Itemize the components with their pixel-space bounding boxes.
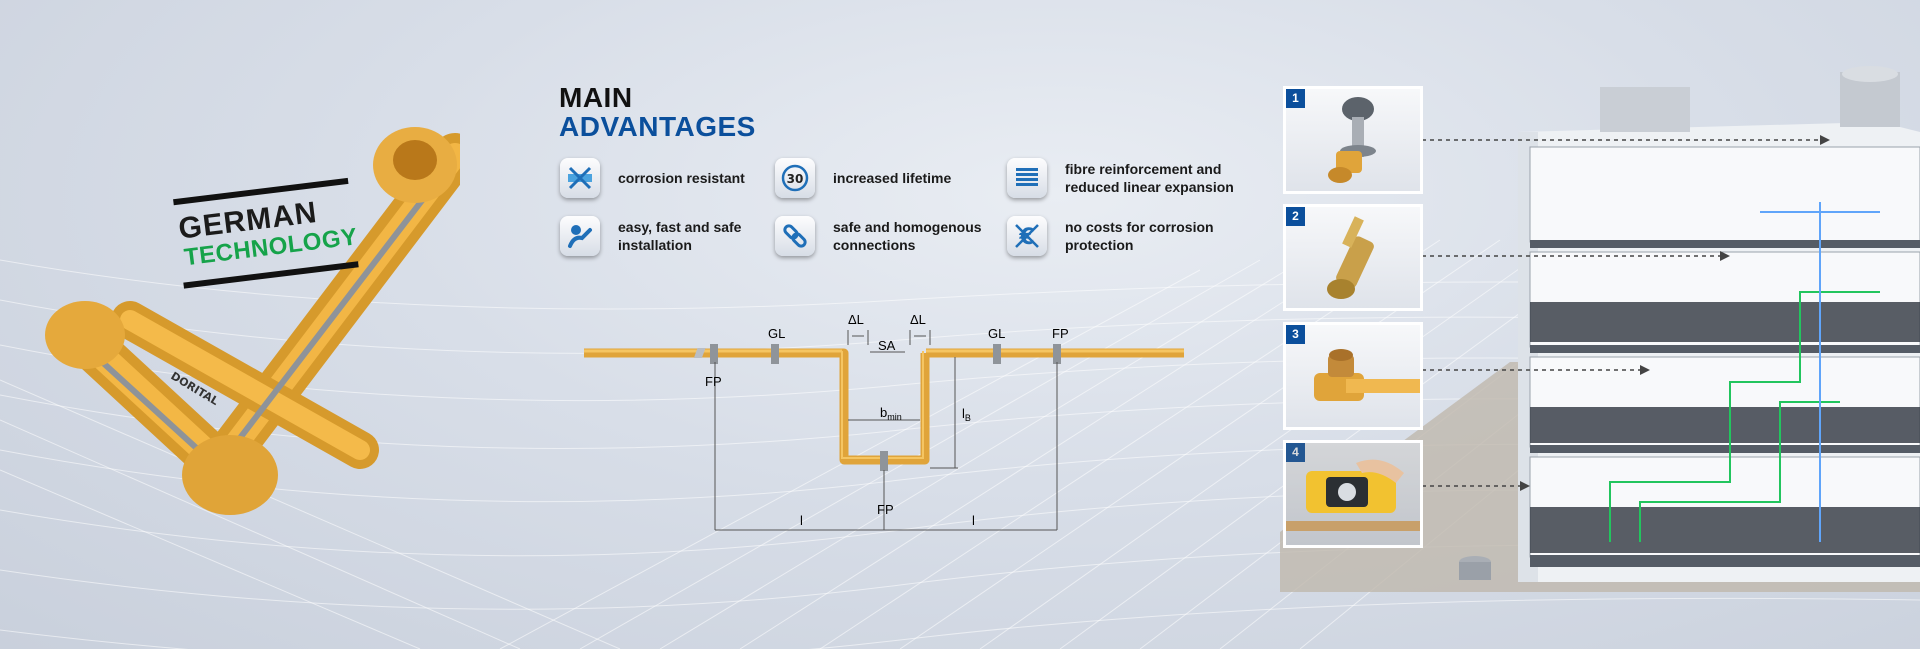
advantage-no-costs: € no costs for corrosion protection — [1007, 216, 1255, 256]
delta-l-left-label: ΔL — [848, 312, 864, 327]
advantage-installation: easy, fast and safe installation — [560, 216, 808, 256]
panel-number: 1 — [1286, 89, 1305, 108]
product-panel-3: 3 — [1283, 322, 1423, 430]
brass-fitting-icon — [1327, 216, 1374, 299]
welding-tool-icon — [1286, 443, 1420, 545]
panel-number: 4 — [1286, 443, 1305, 462]
gl-right-label: GL — [988, 326, 1005, 341]
advantage-label: corrosion resistant — [618, 170, 745, 186]
lifetime-30-icon: 30 — [775, 158, 815, 198]
fp-bottom-label: FP — [877, 502, 894, 517]
fp-left-label: FP — [705, 374, 722, 389]
advantage-label: easy, fast and safe installation — [618, 219, 742, 253]
product-panel-1: 1 — [1283, 86, 1423, 194]
leader-lines — [1422, 135, 1830, 491]
advantage-corrosion: corrosion resistant — [560, 158, 808, 198]
advantage-label: no costs for corrosion protection — [1065, 219, 1214, 253]
advantage-fibre: fibre reinforcement and reduced linear e… — [1007, 158, 1255, 198]
headline-line-2: ADVANTAGES — [559, 111, 756, 142]
advantage-label: increased lifetime — [833, 170, 952, 186]
mixer-tap-icon — [1328, 97, 1376, 183]
expansion-loop-diagram: FP GL ΔL ΔL SA GL FP bmin lB FP l l — [584, 312, 1184, 531]
sa-label: SA — [878, 338, 896, 353]
panel-number: 2 — [1286, 207, 1305, 226]
connection-links-icon — [775, 216, 815, 256]
gl-left-label: GL — [768, 326, 785, 341]
l-right-label: l — [972, 513, 975, 528]
fp-right-label: FP — [1052, 326, 1069, 341]
advantage-connections: safe and homogenous connections — [775, 216, 1023, 256]
panel-number: 3 — [1286, 325, 1305, 344]
advantage-lifetime: 30 increased lifetime — [775, 158, 1023, 198]
pipe-supports — [693, 344, 1061, 471]
no-euro-icon: € — [1007, 216, 1047, 256]
dimension-lines — [714, 330, 1058, 531]
tee-fitting-icon — [1314, 349, 1420, 401]
l-b-label: lB — [962, 406, 971, 423]
advantage-label: safe and homogenous connections — [833, 219, 982, 253]
product-panel-4: 4 — [1283, 440, 1423, 548]
building-cutaway-image — [1280, 66, 1920, 592]
delta-l-right-label: ΔL — [910, 312, 926, 327]
corrosion-resistant-icon — [560, 158, 600, 198]
fibre-layers-icon — [1007, 158, 1047, 198]
lifetime-badge: 30 — [787, 172, 804, 186]
installation-wrench-icon — [560, 216, 600, 256]
pipe-product-image: DORITAL — [45, 127, 460, 515]
b-min-label: bmin — [880, 405, 902, 422]
advantage-label: fibre reinforcement and reduced linear e… — [1065, 161, 1234, 195]
product-panel-2: 2 — [1283, 204, 1423, 311]
l-left-label: l — [800, 513, 803, 528]
headline-line-1: MAIN — [559, 82, 633, 113]
